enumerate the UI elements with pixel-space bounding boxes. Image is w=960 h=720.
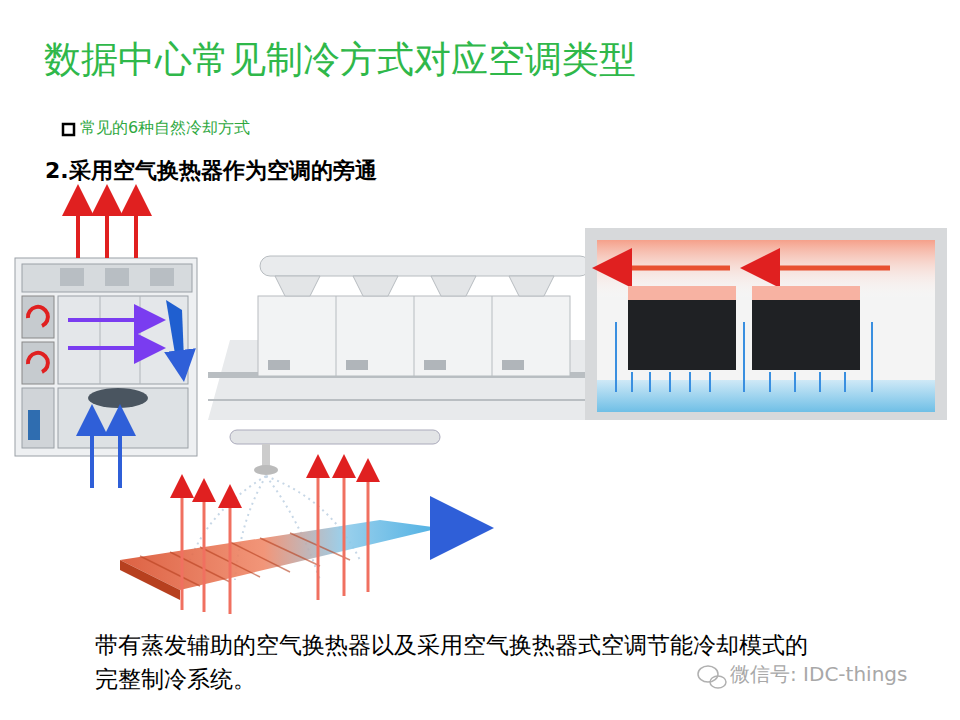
- evaporative-heat-exchanger: [120, 430, 462, 614]
- subtitle: 常见的6种自然冷却方式: [80, 118, 250, 137]
- caption: 带有蒸发辅助的空气换热器以及采用空气换热器式空调节能冷却模式的完整制冷系统。: [95, 628, 823, 696]
- data-hall: [585, 228, 947, 420]
- ahu-arrows: [78, 200, 136, 488]
- wechat-icon: [698, 666, 726, 688]
- slide-title: 数据中心常见制冷方式对应空调类型: [44, 38, 636, 82]
- section-heading: 2.采用空气换热器作为空调的旁通: [45, 158, 377, 184]
- watermark: 微信号: IDC-things: [730, 662, 907, 686]
- rooftop-units: [208, 256, 590, 420]
- ahu-unit: [15, 258, 197, 456]
